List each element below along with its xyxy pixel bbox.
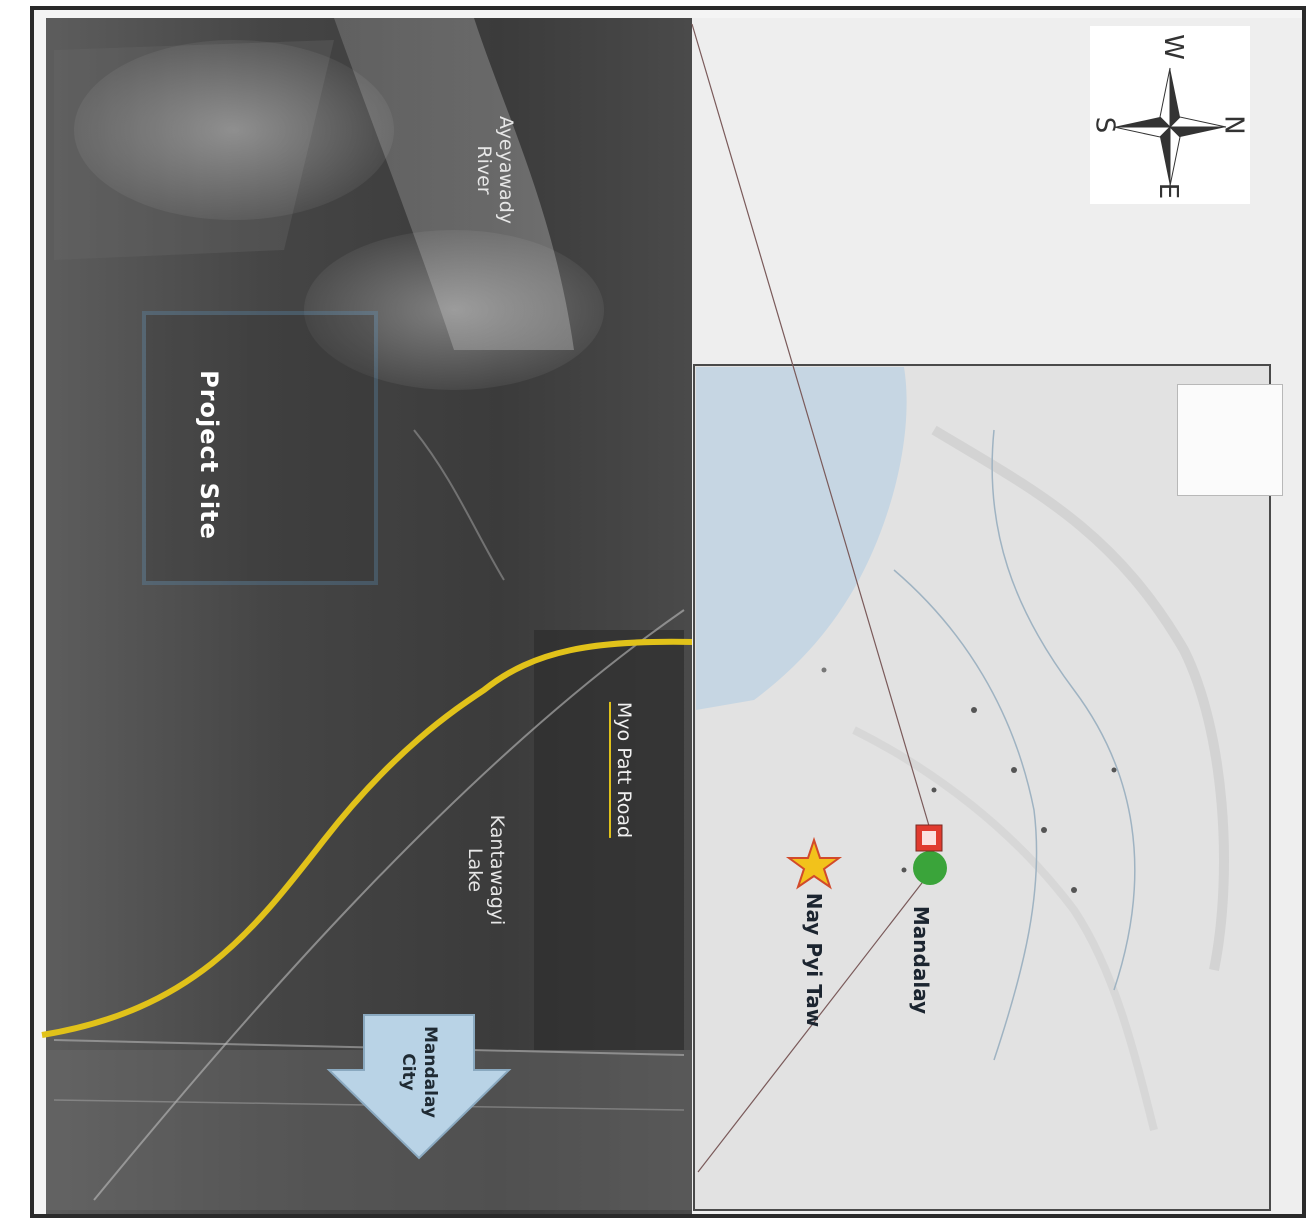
mandalay-label: Mandalay [909,905,933,1015]
city-arrow [326,1014,512,1160]
compass-rose-icon [1090,26,1250,204]
compass-north: N [1218,115,1249,135]
nay-pyi-taw-label: Nay Pyi Taw [802,892,826,1028]
road-line [41,638,695,1038]
map-pin-icon [913,824,947,885]
star-icon [785,836,843,890]
compass-south: S [1089,116,1120,134]
compass-west: W [1157,34,1188,60]
regional-map-panel [693,364,1271,1211]
map-legend [1177,384,1283,496]
project-site-label: Project Site [195,370,223,540]
road-label: Myo Patt Road [609,701,635,839]
project-site-box [142,311,378,585]
compass-east: E [1153,182,1184,200]
zoom-connector-bottom [697,869,933,1173]
map-canvas [41,18,1302,1214]
zoom-connector-top [691,23,933,837]
